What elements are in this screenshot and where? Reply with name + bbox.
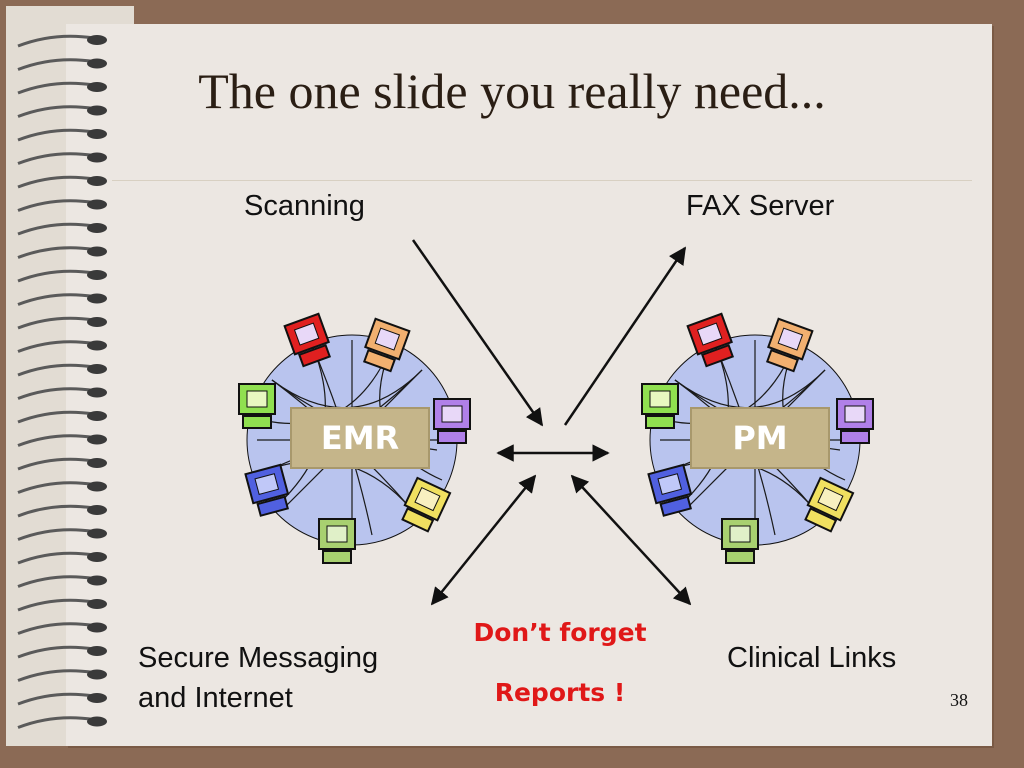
spiral-hole — [87, 622, 107, 633]
arrow-secure-messaging — [430, 474, 537, 606]
computer-icon — [362, 317, 411, 373]
spiral-ring — [17, 175, 95, 189]
spiral-ring — [17, 269, 95, 283]
spiral-hole — [87, 528, 107, 539]
spiral-hole — [87, 552, 107, 562]
spiral-ring — [17, 669, 95, 682]
spiral-ring — [17, 457, 95, 471]
computer-icon — [836, 398, 874, 444]
spiral-ring — [17, 316, 95, 330]
page-number: 38 — [950, 690, 968, 710]
spiral-hole — [87, 223, 107, 233]
spiral-ring — [17, 716, 95, 729]
arrow-fax-server — [563, 246, 687, 426]
slide-title: The one slide you really need... — [198, 63, 826, 119]
spiral-ring — [17, 481, 95, 494]
label-secure-messaging-line2: and Internet — [138, 682, 293, 714]
spiral-ring — [17, 34, 95, 48]
spiral-hole — [87, 693, 107, 703]
spiral-hole — [87, 434, 107, 445]
spiral-ring — [17, 551, 95, 565]
spiral-ring — [17, 128, 95, 142]
computer-icon — [238, 383, 276, 429]
spiral-hole — [87, 105, 107, 116]
spiral-hole — [87, 505, 107, 515]
computer-icon — [283, 312, 332, 368]
spiral-ring — [17, 222, 95, 236]
spiral-hole — [87, 481, 107, 492]
spiral-ring — [17, 199, 95, 212]
spiral-ring — [17, 410, 95, 424]
label-secure-messaging-line1: Secure Messaging — [138, 642, 379, 674]
spiral-ring — [17, 293, 95, 306]
spiral-hole — [87, 35, 107, 45]
label-scanning: Scanning — [244, 190, 365, 222]
label-fax-server: FAX Server — [686, 190, 835, 222]
spiral-ring — [17, 528, 95, 541]
label-clinical-links: Clinical Links — [727, 642, 897, 674]
spiral-ring — [17, 504, 95, 518]
computer-icon — [244, 463, 290, 517]
spiral-ring — [17, 340, 95, 353]
spiral-hole — [87, 599, 107, 609]
computer-icon — [318, 518, 356, 564]
spiral-hole — [87, 82, 107, 92]
spiral-hole — [87, 199, 107, 210]
reminder-line1: Don’t forget — [473, 618, 647, 647]
spiral-hole — [87, 340, 107, 351]
emr-system-box: EMR — [290, 407, 430, 469]
spiral-hole — [87, 246, 107, 257]
computer-icon — [433, 398, 471, 444]
spiral-ring — [17, 58, 95, 71]
reminder-line2: Reports ! — [494, 678, 626, 707]
computer-icon — [641, 383, 679, 429]
spiral-ring — [17, 363, 95, 377]
spiral-hole — [87, 152, 107, 163]
spiral-ring — [17, 246, 95, 259]
spiral-hole — [87, 58, 107, 69]
spiral-hole — [87, 293, 107, 304]
spiral-hole — [87, 176, 107, 186]
spiral-ring — [17, 575, 95, 588]
spiral-ring — [17, 598, 95, 612]
arrow-scanning — [411, 239, 544, 427]
spiral-ring — [17, 81, 95, 95]
spiral-hole — [87, 270, 107, 280]
title-divider — [112, 180, 972, 181]
spiral-ring — [17, 622, 95, 635]
spiral-hole — [87, 646, 107, 656]
spiral-hole — [87, 317, 107, 327]
spiral-ring — [17, 692, 95, 706]
computer-icon — [721, 518, 759, 564]
spiral-hole — [87, 575, 107, 586]
spiral-hole — [87, 387, 107, 398]
network-computers-icon — [238, 312, 471, 564]
computer-icon — [765, 317, 814, 373]
arrow-clinical-links — [570, 474, 692, 606]
spiral-hole — [87, 669, 107, 680]
spiral-ring — [17, 387, 95, 400]
spiral-hole — [87, 458, 107, 468]
spiral-hole — [87, 716, 107, 727]
spiral-ring — [17, 105, 95, 118]
spiral-hole — [87, 129, 107, 139]
spiral-binding-icon — [17, 34, 107, 729]
computer-icon — [804, 476, 855, 533]
spiral-ring — [17, 434, 95, 447]
spiral-hole — [87, 364, 107, 374]
pm-system-box: PM — [690, 407, 830, 469]
spiral-ring — [17, 152, 95, 165]
spiral-ring — [17, 645, 95, 659]
spiral-hole — [87, 411, 107, 421]
computer-icon — [686, 312, 735, 368]
